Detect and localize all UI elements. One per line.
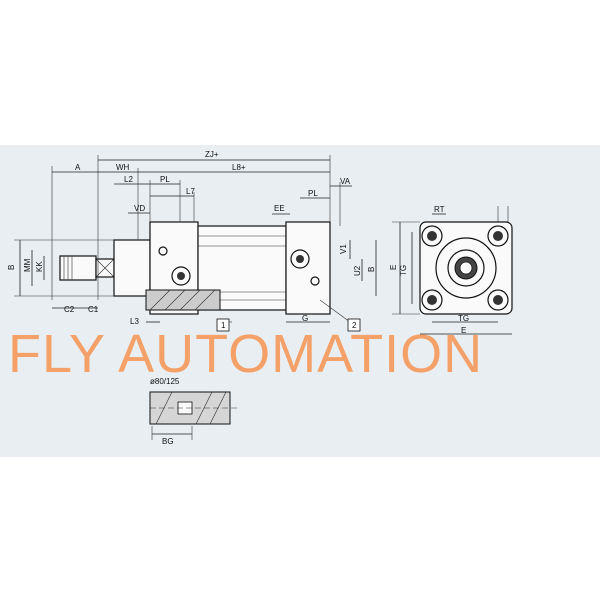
- rod-thread: [59, 255, 97, 281]
- label-PL-rear: PL: [308, 189, 318, 198]
- label-KK: KK: [35, 261, 44, 272]
- callout-1: 1: [221, 321, 226, 330]
- callout-2: 2: [352, 321, 357, 330]
- section-hatch: [145, 289, 221, 311]
- label-ZJ: ZJ+: [205, 150, 219, 159]
- label-L7: L7: [186, 187, 195, 196]
- end-view: [392, 206, 513, 335]
- label-bore: ø80/125: [150, 377, 180, 386]
- label-WH: WH: [116, 163, 130, 172]
- rear-cover: [285, 221, 331, 315]
- watermark: FLY AUTOMATION: [8, 324, 483, 384]
- label-E-vertical: E: [389, 265, 398, 270]
- label-B-right: B: [367, 267, 376, 272]
- label-C2: C2: [64, 305, 75, 314]
- label-TG-vertical: TG: [399, 265, 408, 276]
- label-RT: RT: [434, 205, 445, 214]
- callout-2-box: [347, 318, 361, 332]
- label-A: A: [75, 163, 81, 172]
- label-BG: BG: [162, 437, 174, 446]
- label-V1: V1: [339, 244, 348, 254]
- label-VA: VA: [340, 177, 351, 186]
- label-B: B: [7, 265, 16, 270]
- callout-1-box: [216, 318, 230, 332]
- label-E-horizontal: E: [461, 326, 466, 335]
- label-PL: PL: [160, 175, 170, 184]
- detail-view: [149, 391, 240, 440]
- label-VD: VD: [134, 204, 145, 213]
- label-L3: L3: [130, 317, 139, 326]
- label-MM: MM: [23, 258, 32, 272]
- label-EE: EE: [274, 204, 285, 213]
- label-U2: U2: [353, 265, 362, 276]
- label-G: G: [302, 314, 308, 323]
- side-view: [14, 155, 377, 323]
- label-L8: L8+: [232, 163, 246, 172]
- label-L2: L2: [124, 175, 133, 184]
- label-C1: C1: [88, 305, 99, 314]
- front-boss: [113, 239, 151, 297]
- label-TG-horizontal: TG: [458, 314, 469, 323]
